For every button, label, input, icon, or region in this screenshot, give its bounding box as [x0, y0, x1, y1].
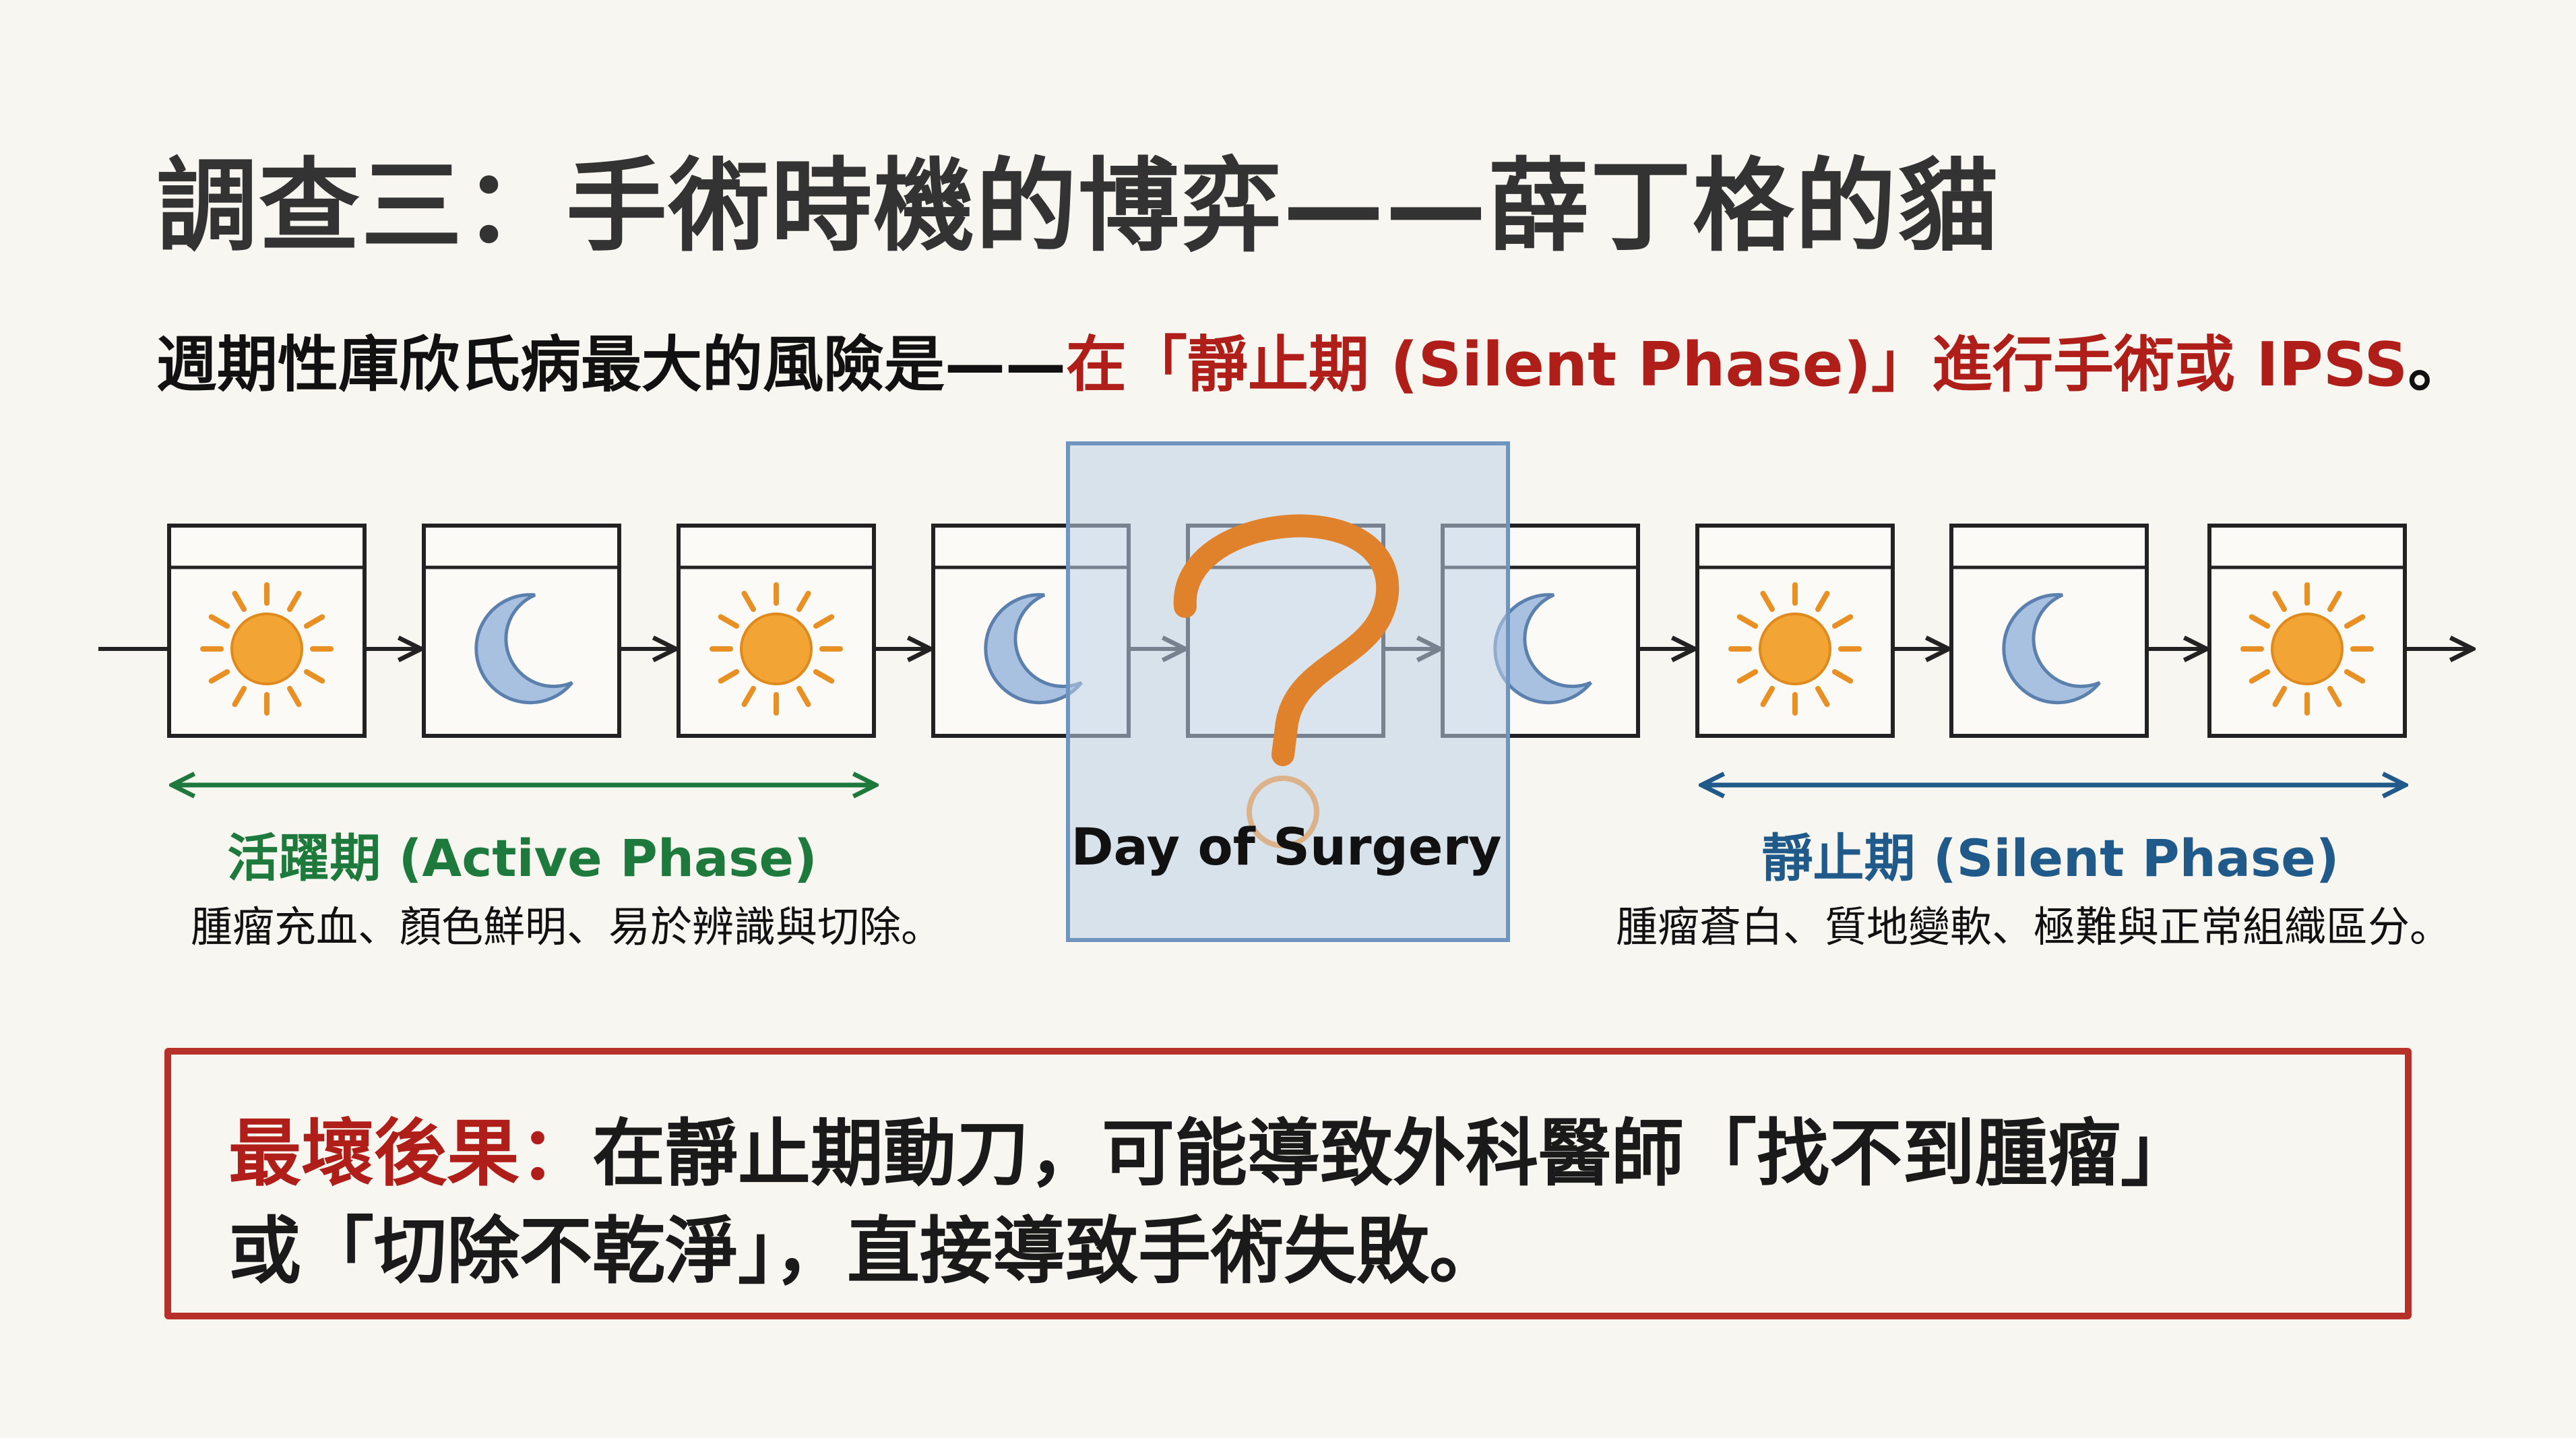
warning-box: 最壞後果：在靜止期動刀，可能導致外科醫師「找不到腫瘤」 或「切除不乾淨」，直接導… [164, 1048, 2412, 1319]
question-mark-icon [1173, 514, 1400, 766]
surgery-day-label: Day of Surgery [1071, 817, 1502, 877]
warning-line-1: 在靜止期動刀，可能導致外科醫師「找不到腫瘤」 [592, 1112, 2194, 1196]
warning-line-2: 或「切除不乾淨」，直接導致手術失敗。 [228, 1210, 1503, 1294]
sun-icon [1728, 582, 1862, 716]
active-phase-label: 活躍期 (Active Phase) [227, 828, 817, 888]
subtitle-prefix: 週期性庫欣氏病最大的風險是—— [156, 330, 1066, 400]
moon-icon [2002, 593, 2101, 705]
day-card [1695, 524, 1895, 738]
warning-label: 最壞後果： [228, 1112, 593, 1196]
active-phase-desc: 腫瘤充血、顏色鮮明、易於辨識與切除。 [190, 902, 943, 951]
day-card [677, 524, 876, 738]
day-card [1949, 524, 2149, 738]
subtitle-suffix: 。 [2408, 330, 2469, 400]
sun-icon [2240, 582, 2374, 716]
page-title: 調查三：手術時機的博弈——薛丁格的貓 [156, 148, 2001, 265]
subtitle-highlight: 在「靜止期 (Silent Phase)」進行手術或 IPSS [1066, 330, 2408, 400]
subtitle: 週期性庫欣氏病最大的風險是——在「靜止期 (Silent Phase)」進行手術… [156, 315, 2468, 403]
moon-icon [984, 593, 1083, 705]
day-card [167, 524, 367, 738]
sun-icon [200, 582, 334, 716]
sun-icon [710, 582, 843, 716]
silent-phase-desc: 腫瘤蒼白、質地變軟、極難與正常組織區分。 [1615, 902, 2452, 951]
moon-icon [474, 593, 573, 705]
surgery-day-overlay [1066, 441, 1510, 942]
day-card [422, 524, 621, 738]
day-card [2207, 524, 2407, 738]
silent-phase-label: 靜止期 (Silent Phase) [1761, 828, 2339, 888]
